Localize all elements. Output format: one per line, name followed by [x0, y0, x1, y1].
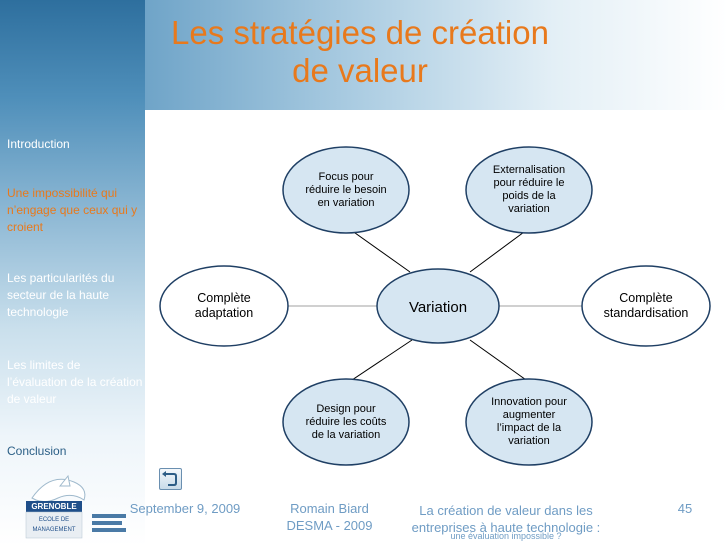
footer-author-line-1: Romain Biard	[290, 501, 369, 516]
title-line-1: Les stratégies de création	[171, 14, 549, 51]
node-left-label: Complète adaptation	[194, 291, 254, 320]
dolphin-icon	[25, 474, 126, 539]
node-left-shape	[159, 265, 289, 347]
node-right-shape	[581, 265, 711, 347]
node-top-left-shape	[282, 146, 410, 234]
nav-item-impossibility[interactable]: Une impossibilité qui n’engage que ceux …	[7, 186, 138, 234]
title-line-2: de valeur	[292, 52, 428, 89]
node-bottom-left-shape	[282, 378, 410, 466]
nav-item-high-tech[interactable]: Les particularités du secteur de la haut…	[7, 271, 115, 319]
footer-author: Romain Biard DESMA - 2009	[272, 500, 387, 534]
node-center-label: Variation	[408, 298, 468, 316]
logo-name: GRENOBLE	[31, 502, 77, 511]
footer-topic-line-1: La création de valeur dans les	[419, 503, 593, 518]
node-top-right-label: Externalisation pour réduire le poids de…	[492, 164, 566, 215]
nav-item-introduction[interactable]: Introduction	[7, 137, 70, 151]
footer-topic: La création de valeur dans les entrepris…	[395, 502, 617, 536]
node-center-shape	[376, 268, 500, 344]
footer-date: September 9, 2009	[129, 501, 241, 516]
node-top-left-label: Focus pour réduire le besoin en variatio…	[305, 170, 387, 209]
nav-item-limits[interactable]: Les limites de l’évaluation de la créati…	[7, 358, 143, 406]
node-top-right-shape	[465, 146, 593, 234]
sidebar-background	[0, 0, 145, 546]
slide-title: Les stratégies de création de valeur	[120, 14, 600, 90]
node-right-label: Complète standardisation	[603, 291, 689, 320]
school-logo: GRENOBLE ECOLE DE MANAGEMENT	[22, 470, 134, 540]
footer-author-line-2: DESMA - 2009	[286, 518, 373, 533]
node-bottom-right-shape	[465, 378, 593, 466]
node-bottom-right-label: Innovation pour augmenter l’impact de la…	[491, 396, 567, 447]
footer-subtitle: une évaluation impossible ?	[450, 531, 562, 541]
logo-line-1: ECOLE DE	[38, 517, 70, 523]
header-background	[145, 0, 728, 110]
nav-item-conclusion[interactable]: Conclusion	[7, 444, 67, 458]
node-bottom-left-label: Design pour réduire les coûts de la vari…	[305, 402, 387, 441]
logo-line-2: MANAGEMENT	[32, 527, 76, 533]
page-number: 45	[677, 501, 693, 516]
return-arrow-icon	[162, 471, 177, 486]
footer-topic-line-2: entreprises à haute technologie :	[411, 520, 601, 535]
back-button[interactable]	[159, 468, 182, 490]
